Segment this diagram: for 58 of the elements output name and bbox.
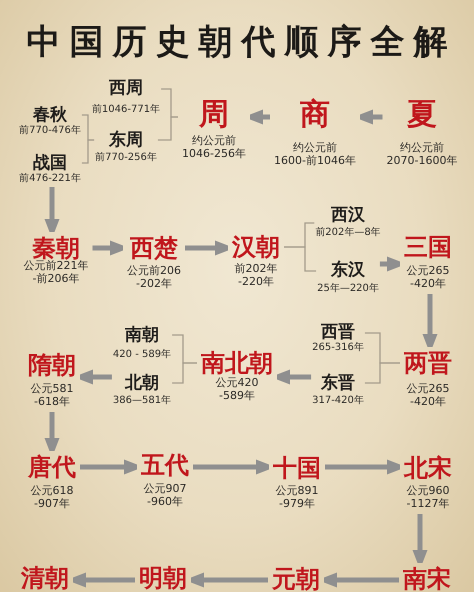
date-range: 公元907-960年 [144, 482, 186, 508]
dynasty-name: 元朝 [272, 567, 320, 591]
dynasty-name: 夏 [407, 100, 437, 130]
dynasty-name: 汉朝 [232, 235, 280, 259]
date-range: 约公元前1046-256年 [182, 134, 246, 160]
date-range: 25年—220年 [317, 282, 379, 295]
date-range: 前770-256年 [95, 151, 157, 164]
dynasty-name: 三国 [404, 235, 452, 259]
date-range: 公元265-420年 [406, 264, 450, 290]
date-range: 前770-476年 [19, 124, 81, 137]
date-range: 265-316年 [312, 341, 364, 354]
date-range: 公元265-420年 [406, 382, 450, 408]
dynasty-name: 明朝 [139, 566, 187, 590]
period-name: 东周 [109, 132, 143, 149]
connector-line [284, 246, 316, 272]
dynasty-name: 商 [300, 100, 330, 130]
dynasty-name: 南北朝 [201, 351, 273, 375]
date-range: 公元581-618年 [30, 382, 74, 408]
period-name: 战国 [33, 155, 67, 172]
period-name: 东汉 [331, 262, 365, 279]
dynasty-name: 北宋 [404, 456, 452, 480]
connector-line [158, 116, 178, 141]
dynasty-name: 西楚 [130, 236, 178, 260]
date-range: 前202年-220年 [234, 262, 278, 288]
connector-line [172, 362, 197, 384]
date-range: 386—581年 [112, 394, 172, 407]
period-name: 北朝 [125, 375, 159, 392]
date-range: 公元420-589年 [216, 376, 258, 402]
dynasty-name: 两晋 [404, 351, 452, 375]
date-range: 公元前206-202年 [127, 264, 181, 290]
title: 中国历史朝代顺序全解 [26, 25, 456, 59]
date-range: 公元前221年-前206年 [24, 259, 88, 285]
dynasty-name: 秦朝 [32, 236, 80, 260]
dynasty-name: 十国 [273, 456, 321, 480]
date-range: 前476-221年 [19, 172, 81, 185]
connector-line [82, 139, 94, 164]
date-range: 约公元前1600-前1046年 [274, 141, 356, 167]
dynasty-name: 隋朝 [28, 353, 76, 377]
date-range: 公元960-1127年 [406, 484, 450, 510]
dynasty-name: 五代 [141, 453, 189, 477]
period-name: 西汉 [331, 207, 365, 224]
date-range: 公元618-907年 [30, 484, 74, 510]
period-name: 东晋 [321, 375, 355, 392]
date-range: 前202年—8年 [315, 226, 381, 239]
date-range: 约公元前2070-1600年 [386, 141, 458, 167]
period-name: 南朝 [125, 327, 159, 344]
period-name: 西晋 [321, 324, 355, 341]
date-range: 前1046-771年 [92, 103, 160, 116]
period-name: 春秋 [33, 107, 67, 124]
date-range: 317-420年 [312, 394, 364, 407]
dynasty-name: 清朝 [21, 566, 69, 590]
period-name: 西周 [109, 80, 143, 97]
connector-line [364, 362, 400, 384]
dynasty-name: 周 [199, 100, 229, 130]
date-range: 420 - 589年 [112, 348, 172, 361]
dynasty-name: 南宋 [403, 567, 451, 591]
dynasty-name: 唐代 [28, 455, 76, 479]
date-range: 公元891-979年 [276, 484, 318, 510]
